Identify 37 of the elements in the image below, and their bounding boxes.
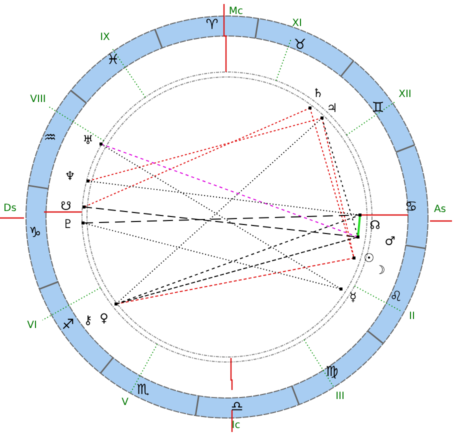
- planet-symbol: ☋: [60, 200, 72, 212]
- house-label: II: [409, 312, 415, 322]
- zodiac-sign-symbol: ♋: [404, 200, 418, 214]
- zodiac-sign-symbol: ♐: [62, 318, 74, 332]
- planet-symbol: ♂: [384, 235, 396, 247]
- house-label: XI: [292, 19, 302, 29]
- house-label: IX: [100, 33, 110, 43]
- axis-label: As: [434, 205, 446, 215]
- house-label: XII: [398, 90, 412, 100]
- planet-symbol: ☽: [374, 264, 386, 276]
- axis-label: Ds: [4, 204, 16, 214]
- planet-symbol: ♆: [64, 170, 76, 182]
- zodiac-sign-symbol: ♊: [372, 101, 384, 115]
- zodiac-sign-symbol: ♌: [390, 290, 402, 304]
- zodiac-sign-symbol: ♎: [230, 400, 244, 414]
- planet-symbol: ♅: [82, 134, 94, 146]
- planet-symbol: ♃: [326, 102, 338, 114]
- planet-symbol: ☉: [364, 252, 374, 264]
- house-label: III: [336, 392, 344, 402]
- zodiac-sign-symbol: ♈: [206, 18, 218, 32]
- planet-symbol: ☿: [349, 291, 357, 303]
- planet-symbol: ☊: [370, 219, 380, 231]
- zodiac-sign-symbol: ♏: [136, 383, 150, 397]
- zodiac-sign-symbol: ♑: [28, 226, 42, 240]
- planet-symbol: ♄: [312, 87, 324, 99]
- zodiac-sign-symbol: ♍: [326, 365, 338, 379]
- zodiac-sign-symbol: ♉: [294, 38, 306, 52]
- axis-label: Mc: [228, 7, 244, 17]
- planet-symbol: ♇: [62, 218, 74, 230]
- planet-symbol: ♀: [100, 312, 108, 324]
- house-label: V: [122, 398, 128, 408]
- house-label: VIII: [30, 95, 46, 105]
- zodiac-sign-symbol: ♓: [106, 53, 120, 67]
- zodiac-sign-symbol: ♒: [44, 131, 56, 145]
- axis-label: Ic: [232, 421, 240, 431]
- house-label: VI: [27, 321, 37, 331]
- planet-symbol: ⚷: [84, 314, 92, 326]
